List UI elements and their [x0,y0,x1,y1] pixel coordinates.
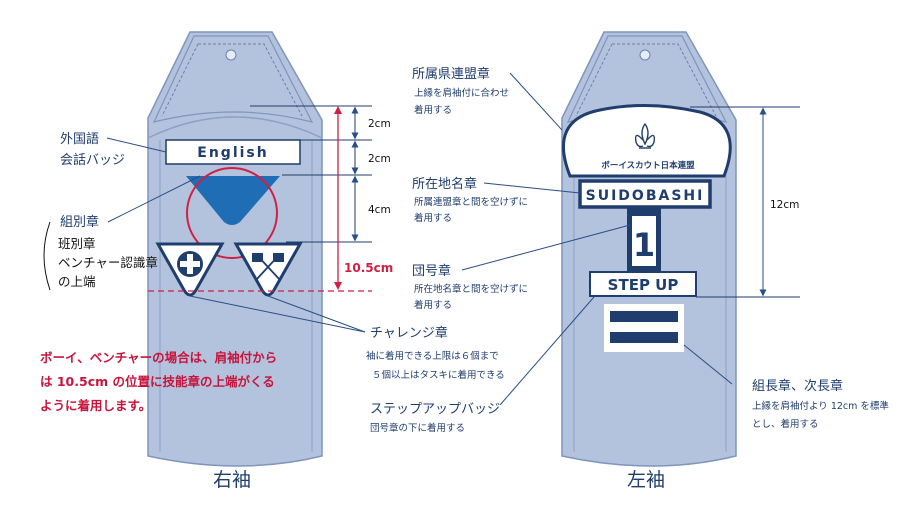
label-council-note-2: 着用する [414,104,452,116]
label-challenge-badge: チャレンジ章 [370,325,448,341]
label-council-note-1: 上縁を肩袖付に合わせ [414,87,509,99]
left-sleeve: 1 ボーイスカウト日本連盟 SUIDOBASHI STEP UP 12cm [370,31,889,491]
note-line-3: ように着用します。 [40,398,151,413]
label-leader-note-2: とし、着用する [752,418,819,430]
patrol-badge [186,176,280,225]
note-line-1: ボーイ、ベンチャーの場合は、肩袖付から [40,350,277,365]
troop-number-badge [632,216,656,266]
label-location-badge: 所在地名章 [412,176,477,192]
right-sleeve: English 2cm 2 [40,31,505,491]
label-bracket [43,221,51,291]
note-line-2: は 10.5cm の位置に技能章の上端がくる [40,374,275,389]
label-step-up-badge: ステップアップバッジ [370,402,500,417]
label-leader-badge: 組長章、次長章 [752,378,843,394]
label-location-note-1: 所属連盟章と間を空けずに [414,196,528,208]
label-challenge-note-1: 袖に着用できる上限は６個まで [366,350,499,362]
label-language-badge-2: 会話バッジ [60,152,125,168]
label-upper-edge: の上端 [58,274,96,289]
label-patrol-badge: 組別章 [60,214,99,230]
right-epaulette-stitch [198,43,303,117]
dim-2cm-mid: 2cm [368,153,391,165]
step-up-badge-text: STEP UP [608,276,679,294]
right-epaulette-button [225,49,237,61]
label-leader-note-1: 上縁を肩袖付より 12cm を標準 [752,400,889,412]
label-troop-number-note-2: 着用する [414,299,452,311]
right-shoulder-seam [147,116,323,139]
dim-12cm: 12cm [770,199,799,211]
dim-10-5cm: 10.5cm [344,261,393,275]
right-sleeve-caption: 右袖 [213,469,251,491]
location-badge-text: SUIDOBASHI [586,188,705,204]
troop-number-text: 1 [633,226,655,264]
left-sleeve-caption: 左袖 [627,469,665,491]
label-challenge-note-2: ５個以上はタスキに着用できる [372,369,505,381]
label-troop-number-badge: 団号章 [412,263,451,279]
location-badge [578,179,712,209]
dim-2cm-top: 2cm [368,118,391,130]
highlight-circle [186,167,278,259]
label-council-badge: 所属県連盟章 [412,66,490,82]
right-epaulette [152,35,314,123]
label-step-up-note: 団号章の下に着用する [370,422,465,434]
council-badge-text: ボーイスカウト日本連盟 [601,160,695,171]
label-location-note-2: 着用する [414,212,452,224]
first-aid-badge [155,242,225,297]
label-language-badge-1: 外国語 [60,131,99,147]
left-epaulette-button [639,49,651,61]
dim-4cm: 4cm [368,204,391,216]
label-venture-badge: ベンチャー認識章 [58,255,158,270]
english-badge [165,139,301,165]
step-up-badge [589,271,697,297]
english-badge-text: English [197,145,268,161]
label-troop-badge: 班別章 [58,236,96,251]
label-troop-number-note-1: 所在地名章と間を空けずに [414,283,528,295]
fleur-de-lis-icon [634,122,656,149]
